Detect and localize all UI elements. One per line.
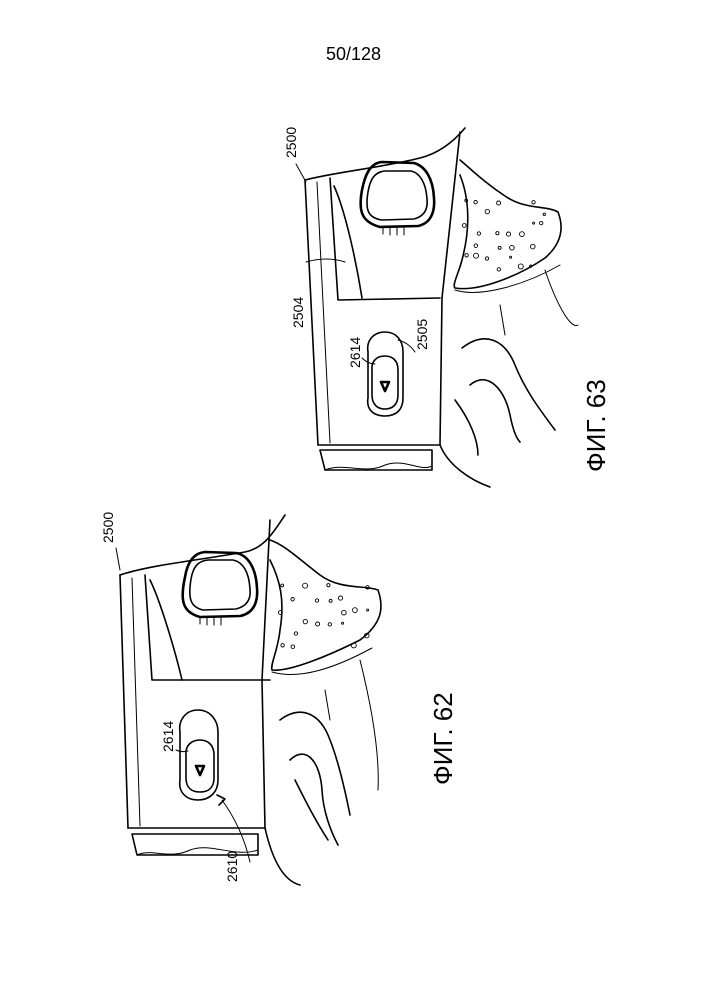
grip-texture-dot bbox=[465, 254, 468, 257]
grip-texture-dot bbox=[520, 232, 525, 237]
ref-label-2614-fig62: 2614 bbox=[160, 721, 176, 752]
grip-texture-dot bbox=[518, 264, 523, 269]
grip-texture-dot bbox=[540, 221, 543, 224]
figure-62-drawing bbox=[116, 515, 381, 885]
grip-texture-dot bbox=[474, 201, 477, 204]
grip-texture-dot bbox=[303, 619, 307, 623]
grip-texture-dot bbox=[474, 244, 478, 248]
grip-texture-dot bbox=[543, 213, 545, 215]
grip-texture-dot bbox=[316, 622, 320, 626]
grip-texture-dot bbox=[281, 644, 284, 647]
grip-texture-dot bbox=[533, 222, 535, 224]
grip-texture-dot bbox=[281, 584, 284, 587]
grip-texture-dot bbox=[497, 201, 501, 205]
grip-texture-dot bbox=[485, 257, 488, 260]
grip-texture-dot bbox=[342, 622, 344, 624]
grip-texture-dot bbox=[342, 610, 347, 615]
grip-texture-dot bbox=[291, 645, 295, 649]
grip-texture-dot bbox=[303, 583, 308, 588]
grip-texture-dot bbox=[510, 256, 512, 258]
ref-label-2505-fig63: 2505 bbox=[414, 319, 430, 350]
grip-texture-dot bbox=[531, 244, 536, 249]
grip-texture-dot bbox=[462, 224, 466, 228]
figure-63-drawing bbox=[296, 128, 578, 487]
grip-texture-dot bbox=[497, 268, 500, 271]
grip-texture-dot bbox=[327, 584, 330, 587]
figure-caption-62: ФИГ. 62 bbox=[428, 692, 458, 785]
grip-texture-dot bbox=[506, 232, 510, 236]
ref-label-2610-fig62: 2610 bbox=[224, 851, 240, 882]
grip-texture-dot bbox=[338, 596, 342, 600]
grip-texture-dot bbox=[474, 253, 479, 258]
grip-texture-dot bbox=[367, 609, 369, 611]
grip-texture-dot bbox=[328, 623, 331, 626]
grip-texture-dot bbox=[485, 209, 489, 213]
grip-texture-dot bbox=[315, 599, 318, 602]
grip-texture-dot bbox=[532, 201, 535, 204]
grip-texture-dot bbox=[294, 632, 297, 635]
grip-texture-dot bbox=[510, 245, 515, 250]
figure-caption-63: ФИГ. 63 bbox=[581, 379, 611, 472]
grip-texture-dot bbox=[498, 246, 501, 249]
ref-label-2500-fig62: 2500 bbox=[100, 512, 116, 543]
grip-texture-dot bbox=[329, 599, 332, 602]
grip-texture-dot bbox=[353, 608, 358, 613]
ref-label-2504-fig63: 2504 bbox=[290, 297, 306, 328]
grip-texture-dot bbox=[477, 232, 480, 235]
grip-texture-dot bbox=[291, 598, 294, 601]
ref-label-2614-fig63: 2614 bbox=[347, 337, 363, 368]
grip-texture-dot bbox=[496, 232, 499, 235]
ref-label-2500-fig63: 2500 bbox=[283, 127, 299, 158]
